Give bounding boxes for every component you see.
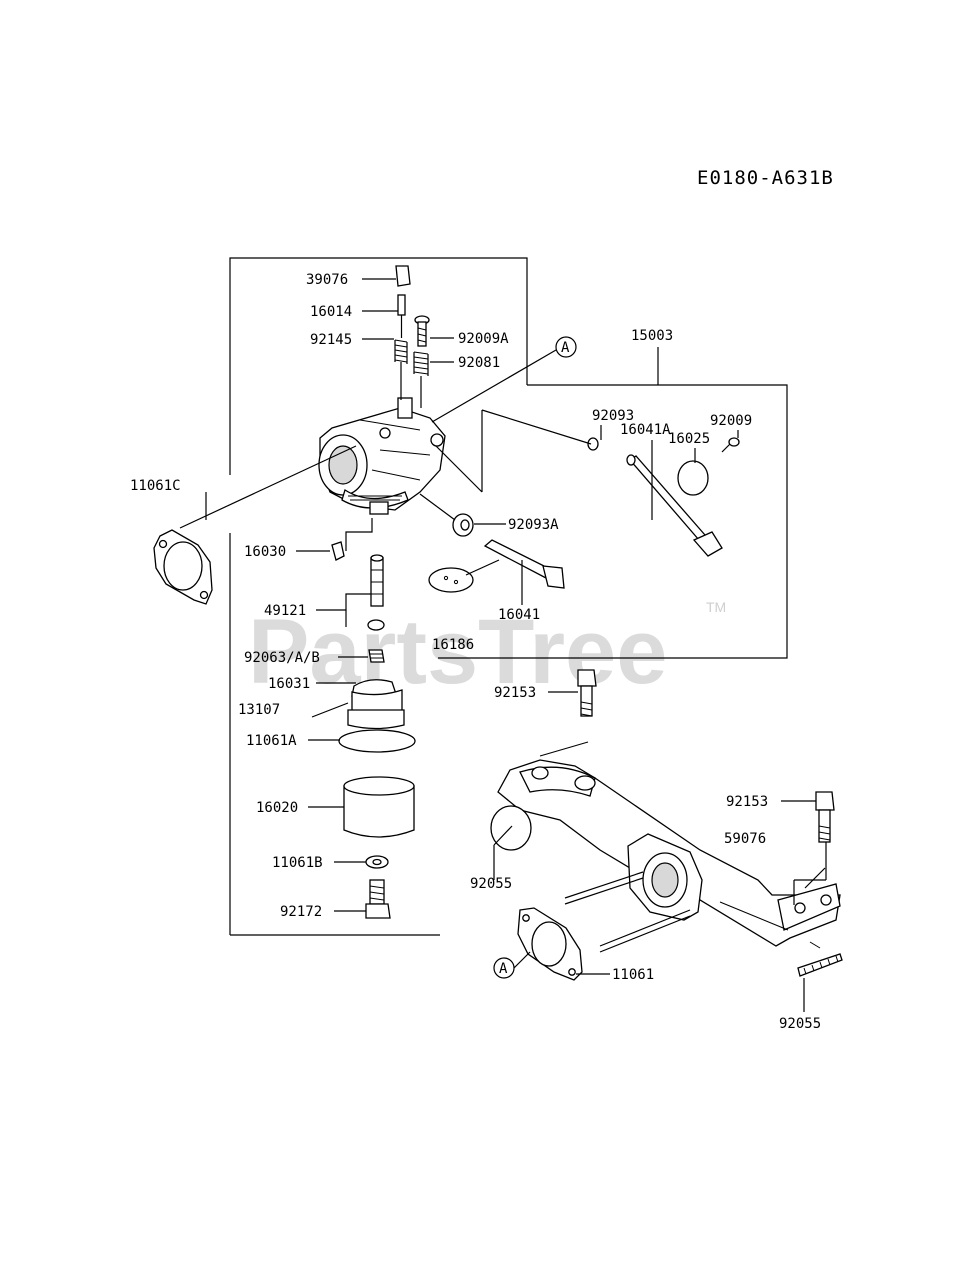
label-92081: 92081 <box>458 355 500 371</box>
label-11061C: 11061C <box>130 478 181 494</box>
callout-a-top-label: A <box>561 340 570 356</box>
label-49121: 49121 <box>264 603 306 619</box>
part-92153-bolt-upper <box>577 669 597 717</box>
label-92153-right: 92153 <box>726 794 768 810</box>
part-92093 <box>587 437 599 451</box>
label-11061A: 11061A <box>246 733 297 749</box>
label-16186: 16186 <box>432 637 474 653</box>
label-92093: 92093 <box>592 408 634 424</box>
diagram-code: E0180-A631B <box>697 167 834 189</box>
label-59076: 59076 <box>724 831 766 847</box>
part-92009A <box>414 315 430 347</box>
label-92145: 92145 <box>310 332 352 348</box>
group-throttle-assembly <box>428 437 740 593</box>
part-39076 <box>395 265 411 287</box>
intake-manifold[interactable] <box>497 741 841 953</box>
label-16020: 16020 <box>256 800 298 816</box>
part-16041A <box>626 454 723 557</box>
label-92055-strip: 92055 <box>779 1016 821 1032</box>
part-small-ring <box>367 619 385 631</box>
part-11061C-gasket[interactable] <box>153 529 213 605</box>
label-16030: 16030 <box>244 544 286 560</box>
label-92009: 92009 <box>710 413 752 429</box>
label-16025: 16025 <box>668 431 710 447</box>
label-92063AB: 92063/A/B <box>244 650 320 666</box>
label-39076: 39076 <box>306 272 348 288</box>
part-92063AB <box>368 649 385 663</box>
callout-a-bottom-label: A <box>499 961 508 977</box>
part-11061A <box>338 709 416 753</box>
part-49121 <box>370 554 384 607</box>
watermark: PartsTree <box>248 601 667 703</box>
part-92055-strip <box>797 953 843 977</box>
part-13107 <box>311 702 349 718</box>
part-16030 <box>331 541 345 561</box>
label-92153-upper: 92153 <box>494 685 536 701</box>
watermark-trademark: TM <box>706 599 726 615</box>
part-16025 <box>677 460 709 496</box>
label-11061B: 11061B <box>272 855 323 871</box>
group-frames <box>229 257 788 936</box>
part-16041 <box>483 539 565 589</box>
label-15003: 15003 <box>631 328 673 344</box>
group-part-labels: 39076 16014 92145 92009A 92081 15003 920… <box>130 272 821 1032</box>
carburetor-body[interactable] <box>318 397 446 515</box>
part-16186 <box>428 567 474 593</box>
label-16041A: 16041A <box>620 422 671 438</box>
part-16020 <box>343 776 415 838</box>
group-top-parts <box>394 265 430 408</box>
group-leaders <box>179 278 827 1012</box>
label-11061: 11061 <box>612 967 654 983</box>
part-92055-oring <box>490 805 532 851</box>
label-92055-oring: 92055 <box>470 876 512 892</box>
label-16014: 16014 <box>310 304 352 320</box>
part-16014 <box>397 294 406 338</box>
part-11061-gasket[interactable] <box>517 907 583 981</box>
label-13107: 13107 <box>238 702 280 718</box>
label-16031: 16031 <box>268 676 310 692</box>
part-11061B <box>365 855 389 869</box>
callout-a-top: A <box>555 336 577 358</box>
part-92153-bolt-right <box>815 791 835 843</box>
part-92093A <box>452 513 474 537</box>
label-92172: 92172 <box>280 904 322 920</box>
group-bowl-parts <box>311 541 416 919</box>
label-92009A: 92009A <box>458 331 509 347</box>
label-16041: 16041 <box>498 607 540 623</box>
part-92172 <box>365 879 391 919</box>
part-92145 <box>394 339 408 364</box>
callout-a-bottom: A <box>493 957 515 979</box>
part-92081 <box>413 351 429 376</box>
part-92009 <box>721 437 740 453</box>
label-92093A: 92093A <box>508 517 559 533</box>
